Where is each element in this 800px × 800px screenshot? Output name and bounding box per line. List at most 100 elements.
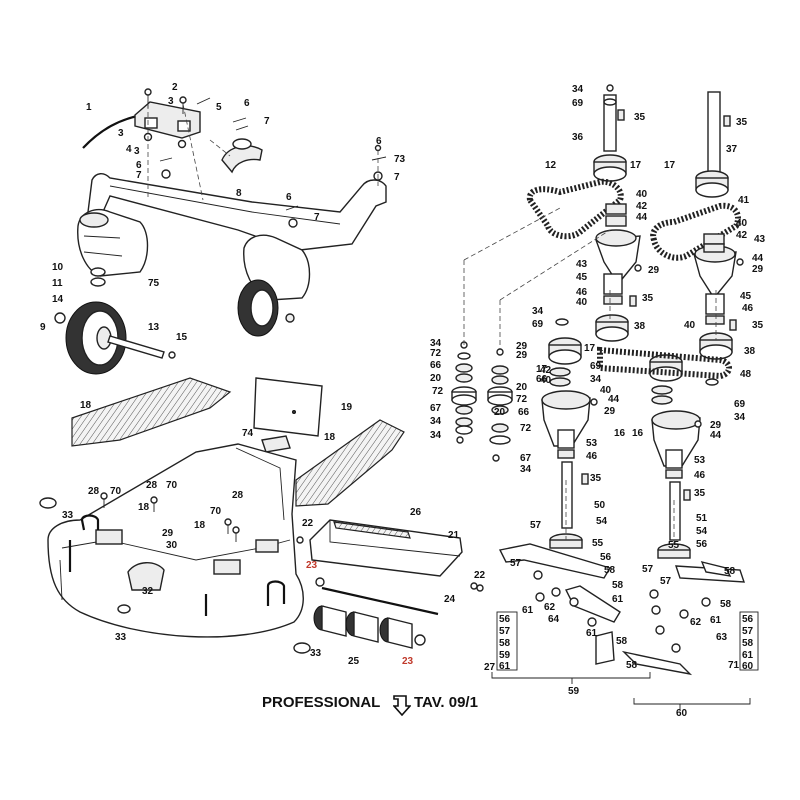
bearing — [605, 203, 627, 215]
deflector-plate — [253, 377, 323, 437]
part-bolt — [655, 625, 665, 635]
callout-29: 29 — [752, 264, 764, 275]
callout-57: 57 — [510, 558, 522, 569]
callout-69: 69 — [590, 361, 602, 372]
roller-rod — [321, 586, 439, 616]
callout-69: 69 — [734, 399, 746, 410]
spacer — [705, 315, 725, 325]
part-bolt — [551, 587, 561, 597]
part-bolt — [651, 605, 661, 615]
callout-9: 9 — [40, 322, 46, 333]
part-nut — [414, 634, 426, 646]
part-washer — [705, 378, 719, 386]
callout-44: 44 — [636, 212, 648, 223]
callout-34: 34 — [532, 306, 544, 317]
part-washer — [90, 267, 106, 277]
callout-58: 58 — [742, 638, 754, 649]
callout-17: 17 — [536, 364, 548, 375]
callout-11: 11 — [52, 278, 63, 289]
front-axle-assembly — [77, 88, 387, 337]
rubber-strip — [333, 521, 411, 539]
cutting-blade — [595, 631, 615, 665]
drive-belt — [526, 178, 624, 240]
part-bolt — [694, 420, 702, 428]
callout-58: 58 — [616, 636, 628, 647]
callout-29: 29 — [516, 341, 528, 352]
spindle-stack — [451, 341, 477, 444]
callout-57: 57 — [742, 626, 754, 637]
callout-44: 44 — [710, 430, 722, 441]
callout-6: 6 — [286, 192, 292, 203]
callout-7: 7 — [136, 170, 142, 181]
callout-72: 72 — [430, 348, 442, 359]
footer-table-number: TAV. 09/1 — [414, 694, 478, 711]
callout-32: 32 — [142, 586, 154, 597]
bearing — [557, 429, 575, 449]
part-bolt — [100, 492, 108, 508]
mount-bracket — [255, 539, 279, 553]
callout-44: 44 — [608, 394, 620, 405]
callout-34: 34 — [430, 338, 442, 349]
part-bolt — [736, 258, 744, 266]
callout-58: 58 — [724, 566, 736, 577]
part-bolt — [296, 536, 304, 544]
part-ring — [293, 642, 311, 654]
bearing — [605, 215, 627, 227]
bearing-housing — [595, 229, 641, 286]
cover-plate — [295, 419, 405, 507]
callout-61: 61 — [499, 661, 511, 672]
cutting-blade — [621, 650, 693, 676]
axle-bar — [87, 173, 387, 251]
callout-42: 42 — [736, 230, 748, 241]
cutting-blade — [498, 543, 612, 579]
drive-belt — [650, 202, 741, 261]
left-drive-assembly — [451, 84, 642, 665]
variant-box-right — [739, 611, 759, 671]
callout-4: 4 — [126, 144, 132, 155]
part-pin — [232, 117, 249, 131]
callout-43: 43 — [754, 234, 766, 245]
callout-54: 54 — [696, 526, 708, 537]
callout-28: 28 — [146, 480, 158, 491]
cover-plate — [71, 377, 232, 447]
callout-59: 59 — [499, 650, 511, 661]
callout-29: 29 — [648, 265, 660, 276]
callout-36: 36 — [572, 132, 584, 143]
footer-title: PROFESSIONAL — [262, 694, 381, 711]
callout-18: 18 — [80, 400, 92, 411]
part-pin — [285, 205, 299, 228]
callout-58: 58 — [499, 638, 511, 649]
callout-15: 15 — [176, 332, 188, 343]
callout-51: 51 — [696, 513, 708, 524]
callout-41: 41 — [738, 195, 750, 206]
spindle-housing — [541, 390, 591, 447]
spindle-shaft — [561, 461, 573, 529]
callout-35: 35 — [634, 112, 646, 123]
right-drive-assembly — [597, 91, 745, 676]
callout-40: 40 — [576, 297, 588, 308]
wheel-axle — [107, 335, 165, 359]
part-bolt — [150, 496, 158, 512]
callout-3: 3 — [134, 146, 140, 157]
part-key — [723, 115, 731, 127]
spindle-stack — [487, 348, 513, 462]
callout-16: 16 — [632, 428, 644, 439]
bearing — [665, 449, 683, 469]
spacer — [603, 273, 623, 295]
callout-6: 6 — [244, 98, 250, 109]
callout-20: 20 — [430, 373, 442, 384]
callout-58: 58 — [604, 565, 616, 576]
callout-6: 6 — [136, 160, 142, 171]
part-key — [683, 489, 691, 501]
callout-25: 25 — [348, 656, 360, 667]
part-pin — [159, 157, 173, 179]
part-nut — [177, 139, 187, 149]
callout-40: 40 — [600, 385, 612, 396]
callout-63: 63 — [716, 632, 728, 643]
callout-28: 28 — [232, 490, 244, 501]
part-bolt — [533, 570, 543, 580]
drive-belt — [597, 346, 732, 380]
callout-19: 19 — [341, 402, 353, 413]
